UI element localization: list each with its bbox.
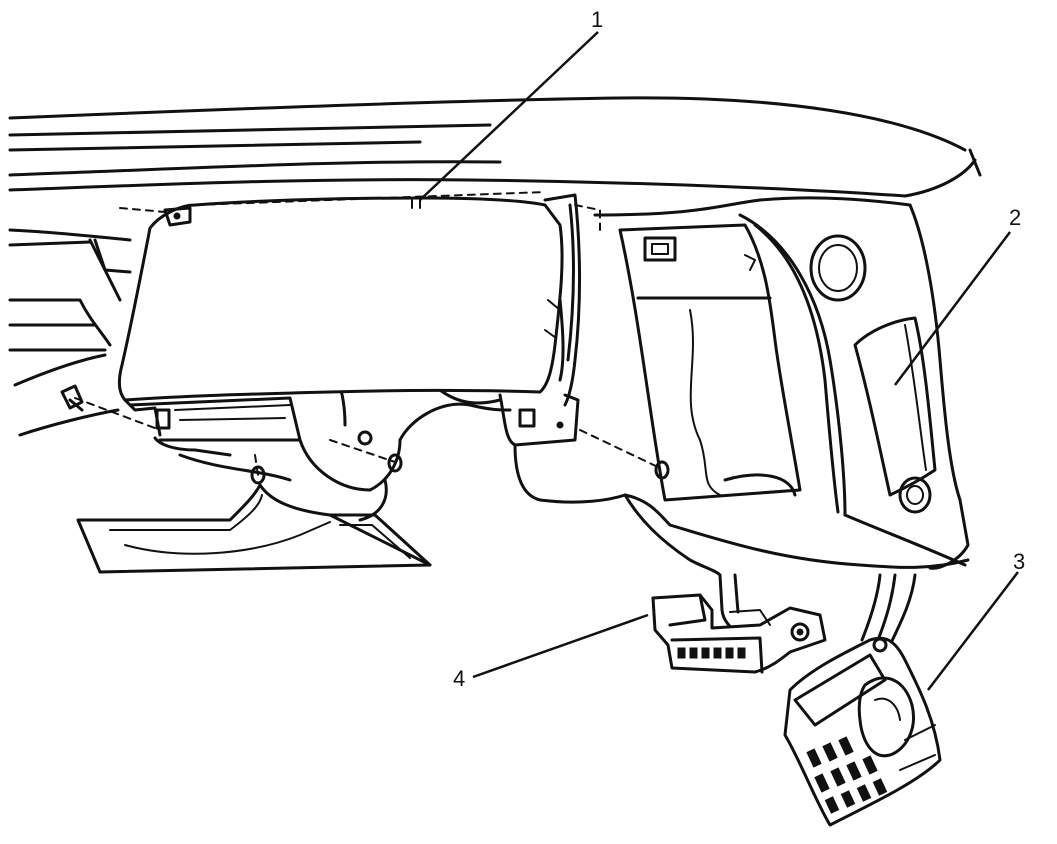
leader-lines xyxy=(419,31,1019,691)
module-vents xyxy=(806,736,888,814)
assembly-lines xyxy=(74,191,661,476)
knee-bolster xyxy=(76,483,432,574)
speaker-grille xyxy=(809,234,867,302)
bolt-hole-center xyxy=(387,453,403,473)
center-opening xyxy=(618,223,802,502)
leader-1 xyxy=(419,31,599,201)
callout-3: 3 xyxy=(1013,549,1025,574)
screw-fastener xyxy=(60,384,84,412)
leader-4 xyxy=(472,613,649,679)
windshield-lines xyxy=(8,96,982,198)
connector-module xyxy=(651,593,827,674)
bolt-hole-left xyxy=(250,465,266,485)
leader-2 xyxy=(894,231,1011,386)
callout-1: 1 xyxy=(591,7,603,32)
callout-4: 4 xyxy=(453,666,465,691)
callout-2: 2 xyxy=(1009,205,1021,230)
bolt-hole-right xyxy=(654,460,670,480)
side-vent-panel xyxy=(853,316,937,514)
lower-dash-structure xyxy=(513,443,970,577)
instrument-cluster-bezel xyxy=(117,193,582,447)
dash-panel-right xyxy=(593,196,970,570)
connector-pins xyxy=(677,647,746,659)
leader-3 xyxy=(927,571,1019,691)
control-module xyxy=(783,636,942,827)
